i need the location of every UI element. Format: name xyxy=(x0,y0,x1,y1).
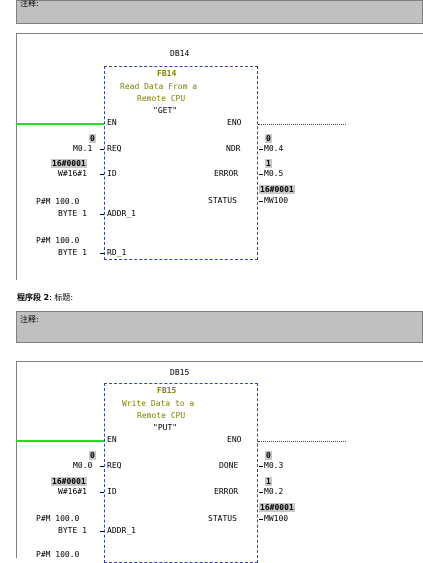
id-operand[interactable]: W#16#1 xyxy=(58,169,87,178)
pin-connector xyxy=(100,253,104,254)
fb-description-line2: Remote CPU xyxy=(137,94,186,103)
pin-connector xyxy=(259,492,263,493)
pin-connector xyxy=(259,149,263,150)
put-function-block[interactable] xyxy=(104,383,258,563)
id-value: 16#0001 xyxy=(51,159,87,168)
fb-symbol-name: "PUT" xyxy=(153,423,178,432)
pin-done: DONE xyxy=(219,461,239,470)
pin-status: STATUS xyxy=(208,196,237,205)
pin-status: STATUS xyxy=(208,514,237,523)
instance-db-label[interactable]: DB14 xyxy=(170,49,190,58)
pin-connector xyxy=(100,174,104,175)
error-value: 1 xyxy=(265,159,272,168)
addr-operand-line1[interactable]: P#M 100.0 xyxy=(36,514,80,523)
comment-label: 注释: xyxy=(20,315,39,324)
addr-operand-line2[interactable]: BYTE 1 xyxy=(58,209,87,218)
error-value: 1 xyxy=(265,477,272,486)
pin-connector xyxy=(100,492,104,493)
id-operand[interactable]: W#16#1 xyxy=(58,487,87,496)
error-operand[interactable]: M0.5 xyxy=(264,169,284,178)
done-value: 0 xyxy=(265,451,272,460)
req-operand[interactable]: M0.1 xyxy=(73,144,93,153)
done-operand[interactable]: M0.3 xyxy=(264,461,284,470)
pin-req: REQ xyxy=(107,461,122,470)
fb-number: FB15 xyxy=(157,386,177,395)
segment-2-comment-bar[interactable]: 注释: xyxy=(16,311,423,343)
pin-connector xyxy=(259,174,263,175)
pin-id: ID xyxy=(107,169,117,178)
pin-eno: ENO xyxy=(227,435,242,444)
req-operand[interactable]: M0.0 xyxy=(73,461,93,470)
pin-connector xyxy=(100,466,104,467)
error-operand[interactable]: M0.2 xyxy=(264,487,284,496)
power-rail-link xyxy=(16,123,104,125)
pin-addr-1: ADDR_1 xyxy=(107,526,136,535)
status-operand[interactable]: MW100 xyxy=(264,196,289,205)
sd-operand-line1[interactable]: P#M 100.0 xyxy=(36,550,80,559)
rd-operand-line2[interactable]: BYTE 1 xyxy=(58,248,87,257)
pin-error: ERROR xyxy=(214,487,239,496)
status-value: 16#0001 xyxy=(259,503,295,512)
fb-description-line1: Read Data From a xyxy=(120,82,198,91)
pin-ndr: NDR xyxy=(226,144,241,153)
pin-connector xyxy=(259,201,263,202)
req-value: 0 xyxy=(89,451,96,460)
eno-output-line xyxy=(258,124,346,125)
pin-connector xyxy=(100,149,104,150)
segment-label: 程序段 xyxy=(17,293,41,302)
get-function-block[interactable] xyxy=(104,66,258,260)
fb-symbol-name: "GET" xyxy=(153,106,178,115)
ndr-value: 0 xyxy=(265,134,272,143)
fb-description-line2: Remote CPU xyxy=(137,411,186,420)
pin-req: REQ xyxy=(107,144,122,153)
pin-addr-1: ADDR_1 xyxy=(107,209,136,218)
pin-rd-1: RD_1 xyxy=(107,248,127,257)
instance-db-label[interactable]: DB15 xyxy=(170,368,190,377)
network-comment-bar[interactable]: 注释: xyxy=(16,0,423,24)
status-operand[interactable]: MW100 xyxy=(264,514,289,523)
rd-operand-line1[interactable]: P#M 100.0 xyxy=(36,236,80,245)
pin-connector xyxy=(100,214,104,215)
pin-connector xyxy=(100,531,104,532)
segment-number: 2 xyxy=(43,293,50,302)
pin-error: ERROR xyxy=(214,169,239,178)
pin-en: EN xyxy=(107,435,117,444)
ndr-operand[interactable]: M0.4 xyxy=(264,144,284,153)
eno-output-line xyxy=(258,441,346,442)
segment-separator: : xyxy=(49,293,55,302)
status-value: 16#0001 xyxy=(259,185,295,194)
segment-title: 标题: xyxy=(54,293,74,302)
segment-2-header[interactable]: 程序段 2: 标题: xyxy=(17,292,73,303)
pin-id: ID xyxy=(107,487,117,496)
network-1-area[interactable] xyxy=(16,33,423,280)
id-value: 16#0001 xyxy=(51,477,87,486)
addr-operand-line1[interactable]: P#M 100.0 xyxy=(36,197,80,206)
pin-connector xyxy=(259,466,263,467)
pin-eno: ENO xyxy=(227,118,242,127)
req-value: 0 xyxy=(89,134,96,143)
fb-description-line1: Write Data to a xyxy=(122,399,195,408)
comment-label: 注释: xyxy=(20,0,39,8)
addr-operand-line2[interactable]: BYTE 1 xyxy=(58,526,87,535)
fb-number: FB14 xyxy=(157,69,177,78)
network-2-area[interactable] xyxy=(16,361,423,558)
pin-connector xyxy=(259,519,263,520)
power-rail-link xyxy=(16,440,104,442)
pin-en: EN xyxy=(107,118,117,127)
